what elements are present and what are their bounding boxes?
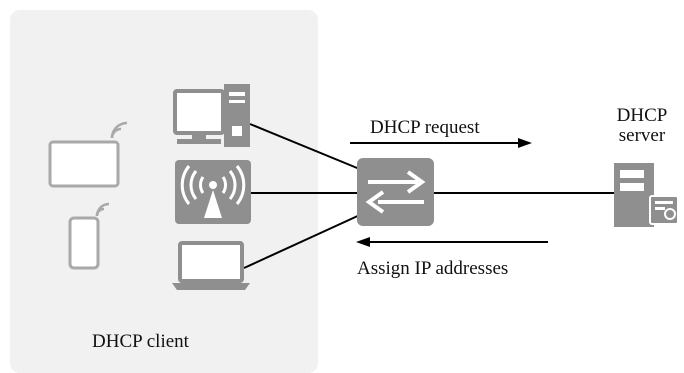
link-laptop-switch <box>243 213 363 269</box>
link-desktop-switch <box>249 123 363 171</box>
switch-icon <box>357 158 434 226</box>
dhcp-client-label: DHCP client <box>92 331 189 352</box>
dhcp-server-label: DHCP server <box>612 106 672 146</box>
dhcp-client-area <box>10 10 318 373</box>
assign-arrow <box>356 237 548 247</box>
smartphone-icon <box>68 202 110 270</box>
dhcp-request-label: DHCP request <box>370 117 480 138</box>
server-label-line1: DHCP <box>616 105 668 126</box>
desktop-computer-icon <box>173 84 250 147</box>
request-arrow <box>350 138 532 148</box>
laptop-icon <box>172 241 250 290</box>
server-icon <box>614 163 679 227</box>
assign-ip-label: Assign IP addresses <box>357 258 509 279</box>
wireless-access-point-icon <box>175 160 251 224</box>
server-label-line2: server <box>618 124 666 146</box>
tablet-icon <box>48 121 128 188</box>
